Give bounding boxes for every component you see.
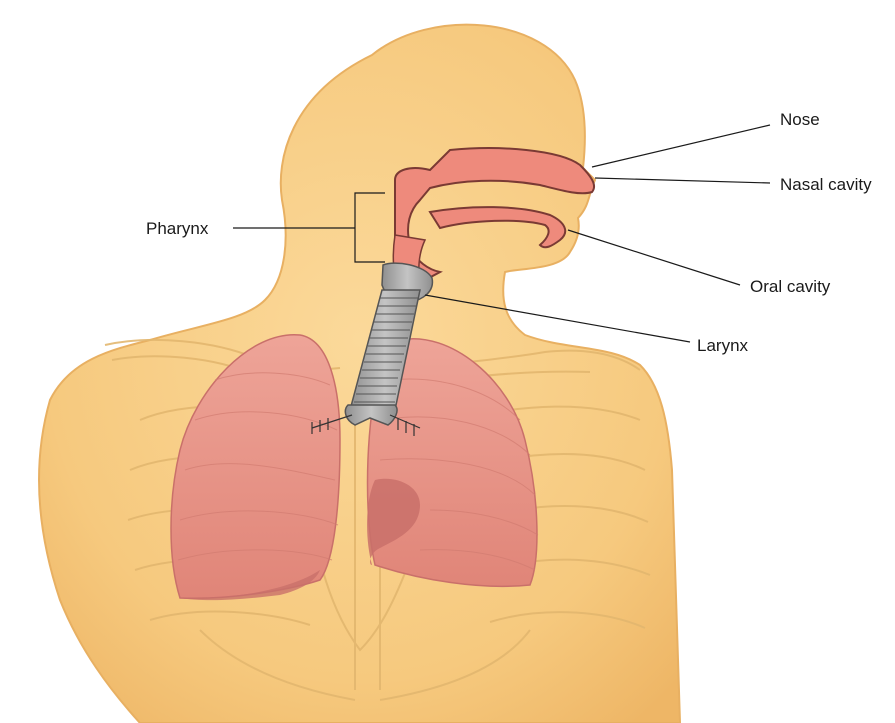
label-pharynx: Pharynx (146, 219, 209, 238)
label-larynx: Larynx (697, 336, 749, 355)
label-oral-cavity: Oral cavity (750, 277, 831, 296)
leader-oral-cavity (568, 230, 740, 285)
label-nasal-cavity: Nasal cavity (780, 175, 872, 194)
label-nose: Nose (780, 110, 820, 129)
leader-nasal-cavity (595, 178, 770, 183)
leader-nose (592, 125, 770, 167)
